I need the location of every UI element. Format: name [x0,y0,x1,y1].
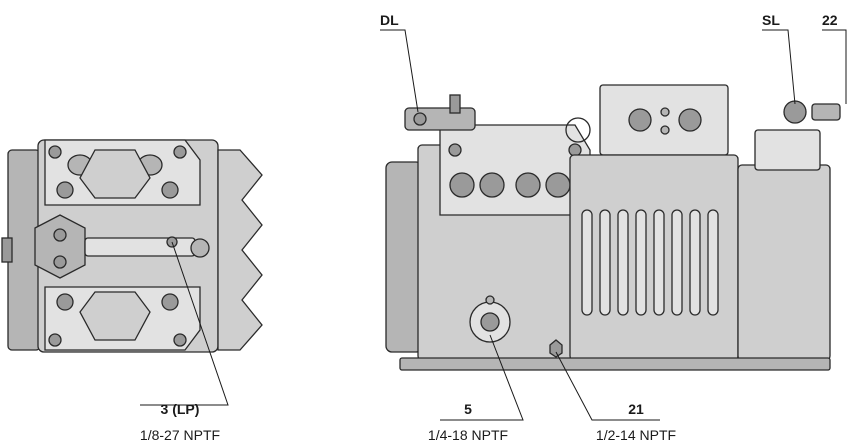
suction-port-22 [811,103,841,121]
p5-leader-line [440,334,524,421]
base-feet [399,357,831,371]
discharge-port [413,112,427,126]
bolt [53,255,67,269]
pump-end-cover [385,161,423,353]
head-bolt [449,172,475,198]
lp-fitting [190,238,210,258]
bolt [56,293,74,311]
discharge-valve-stem [449,94,461,114]
bolt [56,181,74,199]
head-bolt [515,172,541,198]
bolt [161,293,179,311]
label-5-title: 5 [464,401,472,417]
label-5-spec: 1/4-18 NPTF [428,427,508,443]
end-stub [1,237,13,263]
motor-end [737,164,831,361]
terminal-gland [678,108,702,132]
fin [581,209,593,316]
label-lp-spec: 1/8-27 NPTF [140,427,220,443]
valve-plate [79,291,151,341]
label-dl: DL [380,12,399,28]
bolt [48,145,62,159]
label-lp-title: 3 (LP) [161,401,200,417]
terminal-screw [660,107,670,117]
cylinder-head [439,124,591,216]
head-bolt [545,172,571,198]
fin [671,209,683,316]
sl-leader-line [762,29,796,105]
fin [635,209,647,316]
fin [707,209,719,316]
bolt [173,145,187,159]
torn-edge [217,149,263,351]
port-5 [480,312,500,332]
lp-connection-bar [84,237,196,257]
label-21-title: 21 [628,401,644,417]
dl-leader-line [380,29,419,113]
suction-valve-body [754,129,821,171]
terminal-gland [628,108,652,132]
label-22: 22 [822,12,838,28]
head-bolt [448,143,462,157]
compressor-side-view [380,29,847,421]
compressor-top-view [1,139,263,406]
fin [653,209,665,316]
terminal-box [599,84,729,156]
label-sl: SL [762,12,780,28]
bolt [53,228,67,242]
head-bolt [479,172,505,198]
head-bolt [568,143,582,157]
cooling-fins [581,209,719,316]
terminal-screw [660,125,670,135]
lp-leader-line [140,241,229,406]
p21-leader-line [555,351,660,421]
fin [599,209,611,316]
n22-leader-line [822,29,847,104]
valve-plate [79,149,151,199]
fin [689,209,701,316]
suction-valve [783,100,807,124]
fin [617,209,629,316]
bolt [161,181,179,199]
lifting-eye [565,117,591,143]
port-5-screw [485,295,495,305]
bolt [173,333,187,347]
label-21-spec: 1/2-14 NPTF [596,427,676,443]
pump-housing [34,214,86,279]
bolt [48,333,62,347]
port-21-plug [549,339,563,358]
